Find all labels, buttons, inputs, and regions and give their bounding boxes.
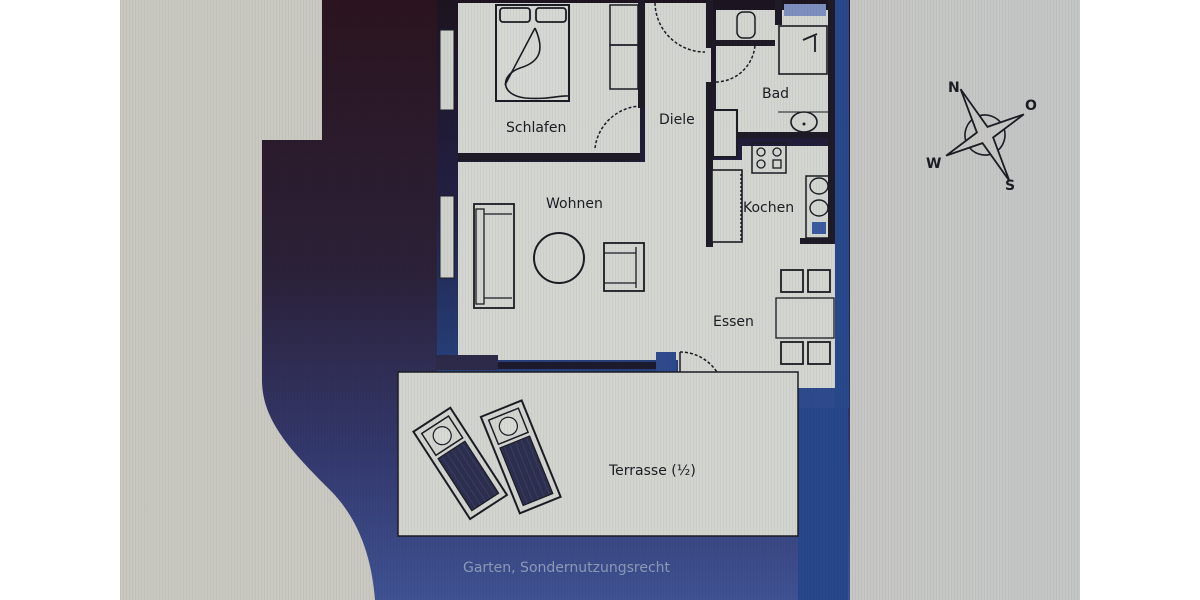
floor-plan: Schlafen Diele Bad Wohnen Kochen Essen T… [262,0,1037,600]
sofa-icon [473,203,515,309]
bed-icon [495,4,570,102]
dining-table-icon [775,269,835,365]
label-essen: Essen [713,314,754,330]
wall-schlafen-wohnen [458,153,640,161]
sun-lounger-icon [412,406,509,521]
compass-rose-icon [945,88,1025,182]
kitchen-counter-left [711,169,743,243]
window-left-1 [439,29,455,111]
door-bad [715,44,756,83]
coffee-table-icon [533,232,585,284]
compass-n: N [948,80,960,96]
label-diele: Diele [659,112,695,128]
sun-lounger-icon [479,399,562,515]
shower-icon [778,25,828,75]
compass-s: S [1005,178,1015,194]
bad-window [784,4,826,16]
side-strip [798,400,848,600]
compass-w: W [926,156,941,172]
stove-icon [751,142,787,174]
window-left-2 [439,195,455,279]
label-kochen: Kochen [743,200,794,216]
kitchen-sink-icon [809,177,829,195]
label-wohnen: Wohnen [546,196,603,212]
compass-o: O [1025,98,1037,114]
door-schlafen [594,105,641,149]
hall-cabinet [712,109,738,158]
kitchen-sink-counter [805,175,835,239]
armchair-icon [603,242,645,292]
label-garden: Garten, Sondernutzungsrecht [463,560,671,576]
label-schlafen: Schlafen [506,120,566,136]
room-wohnen [458,162,658,360]
room-diele [645,3,711,163]
label-bad: Bad [762,86,789,102]
label-terrasse: Terrasse (½) [608,463,696,479]
floor-plan-photo: Schlafen Diele Bad Wohnen Kochen Essen T… [120,0,1080,600]
toilet-icon [736,11,756,39]
